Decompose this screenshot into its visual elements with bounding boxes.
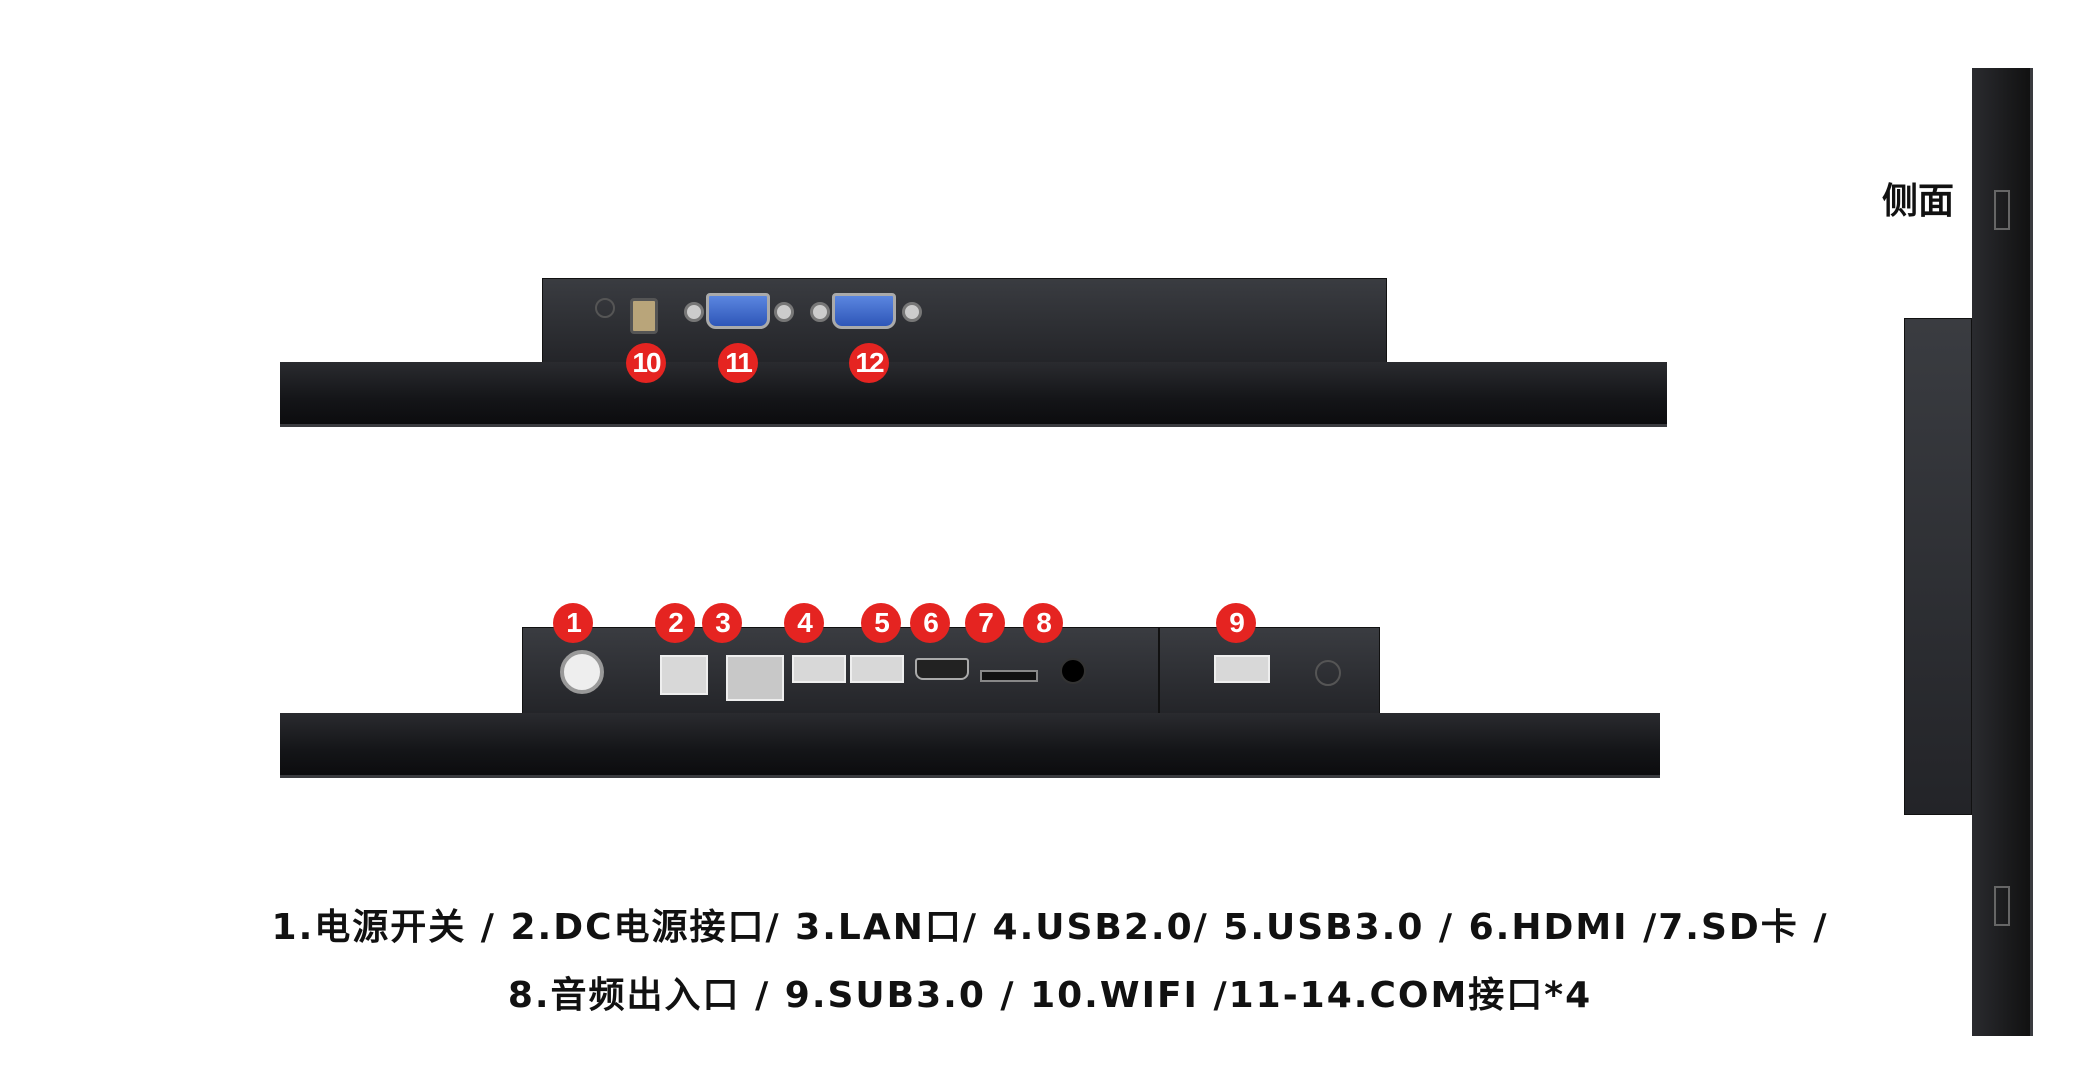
callout-badge-12: 12 [849, 343, 889, 383]
usb2-port [792, 655, 846, 683]
side-view-rear-box [1904, 318, 1972, 815]
screw-hole [595, 298, 615, 318]
screw [902, 302, 922, 322]
wifi-antenna-connector [630, 298, 658, 334]
lan-port [726, 655, 784, 701]
screw [774, 302, 794, 322]
callout-badge-3: 3 [702, 603, 742, 643]
power-switch [560, 650, 604, 694]
screw [684, 302, 704, 322]
callout-badge-6: 6 [910, 603, 950, 643]
sd-card-slot [980, 670, 1038, 682]
screw [810, 302, 830, 322]
bottom-view-divider [1158, 627, 1160, 715]
usb3-port [850, 655, 904, 683]
callout-badge-10: 10 [626, 343, 666, 383]
callout-badge-7: 7 [965, 603, 1005, 643]
callout-badge-1: 1 [553, 603, 593, 643]
top-view-chassis [280, 362, 1667, 427]
screw-hole [1315, 660, 1341, 686]
caption-line-2: 8.音频出入口 / 9.SUB3.0 / 10.WIFI /11-14.COM接… [507, 975, 1593, 1016]
hdmi-port [915, 658, 969, 680]
callout-badge-4: 4 [784, 603, 824, 643]
top-view-rear-box [542, 278, 1387, 366]
caption-line-1: 1.电源开关 / 2.DC电源接口/ 3.LAN口/ 4.USB2.0/ 5.U… [271, 907, 1829, 948]
callout-badge-9: 9 [1216, 603, 1256, 643]
com-port-12 [832, 293, 896, 329]
usb3-port-9 [1214, 655, 1270, 683]
side-mount-slot [1994, 190, 2010, 230]
side-mount-slot [1994, 886, 2010, 926]
side-view-label: 侧面 [1882, 181, 1955, 222]
callout-badge-8: 8 [1023, 603, 1063, 643]
audio-jack [1060, 658, 1086, 684]
callout-badge-5: 5 [861, 603, 901, 643]
com-port-11 [706, 293, 770, 329]
callout-badge-2: 2 [655, 603, 695, 643]
dc-power-jack [660, 655, 708, 695]
callout-badge-11: 11 [718, 343, 758, 383]
bottom-view-chassis [280, 713, 1660, 778]
